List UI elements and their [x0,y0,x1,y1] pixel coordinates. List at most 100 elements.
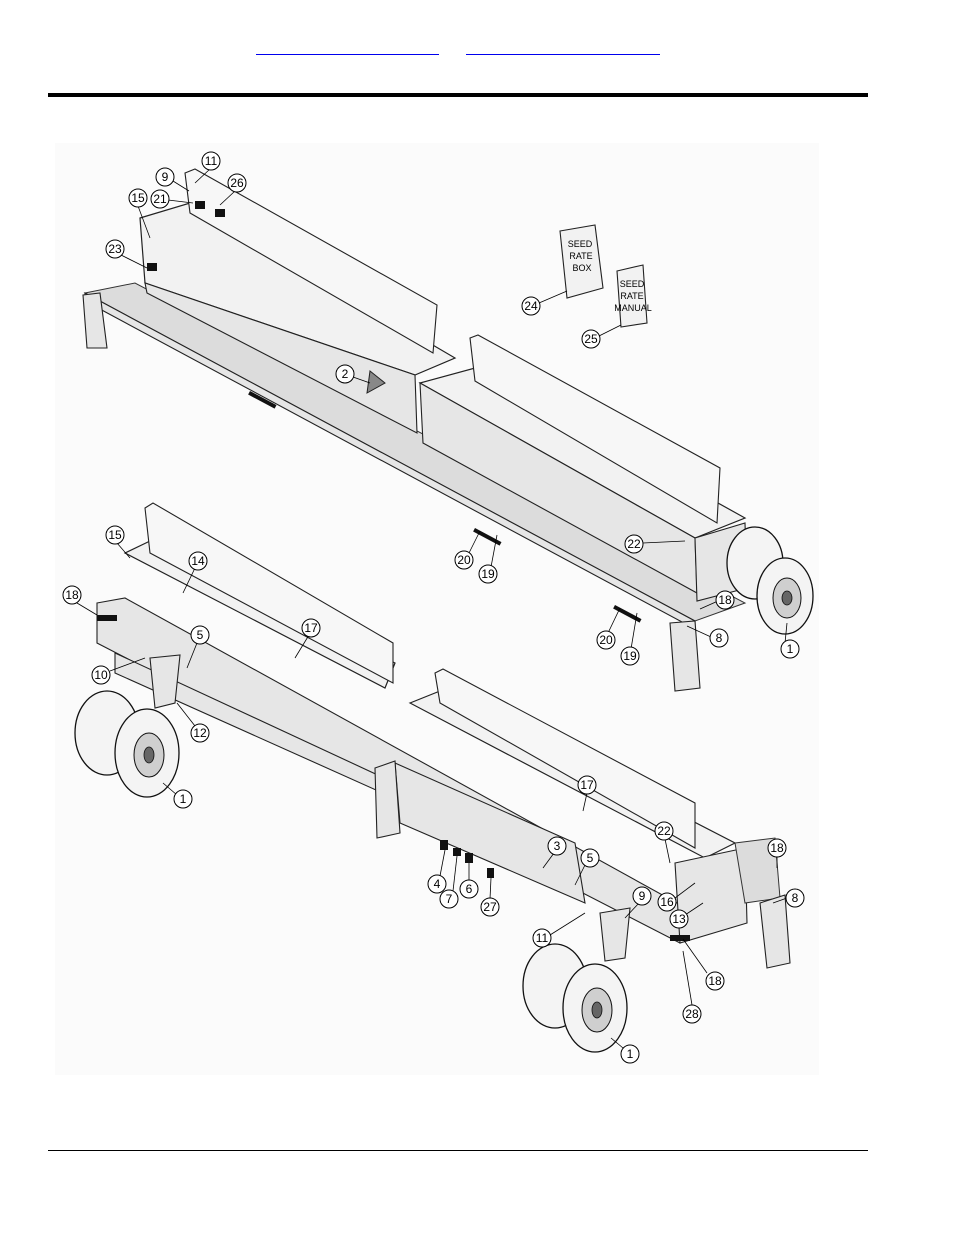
footer-rule [48,1150,868,1151]
decal-lower-18-left [97,615,117,621]
lower-right-spindle [599,907,631,962]
svg-text:8: 8 [716,631,723,645]
svg-text:7: 7 [446,892,453,906]
callout-5-left: 5 [190,625,210,645]
svg-text:15: 15 [131,191,145,205]
svg-text:19: 19 [623,649,637,663]
lower-hopper [394,762,586,904]
svg-text:10: 10 [94,668,108,682]
svg-text:18: 18 [718,593,732,607]
lower-end-panel [674,847,748,944]
callout-22-lower: 22 [654,821,674,841]
exploded-view-illustration: SEED RATE BOX SEED RATE MANUAL [62,151,814,1064]
decal-small-c [147,263,157,271]
svg-text:18: 18 [708,974,722,988]
svg-text:23: 23 [108,242,122,256]
callout-15: 15 [128,188,148,208]
callout-12: 12 [190,723,210,743]
right-seed-box-lid [469,334,721,524]
decal-small-a [195,201,205,209]
callout-18-upper: 18 [715,590,735,610]
parts-diagram: SEED RATE BOX SEED RATE MANUAL [55,143,819,1075]
decal-small-b [215,209,225,217]
callout-18-lower-left: 18 [62,585,82,605]
left-seed-box-lid [184,168,438,354]
lower-assembly [74,502,791,1053]
callout-1-upper: 1 [780,639,800,659]
center-hitch [374,760,401,839]
upper-hub [781,590,793,606]
svg-text:27: 27 [483,900,497,914]
svg-text:5: 5 [197,628,204,642]
decal-lower-6 [465,853,473,863]
callout-17-left: 17 [301,618,321,638]
lower-right-lid [434,668,696,849]
header-link-left[interactable] [256,40,439,55]
left-seed-box-front [144,282,418,434]
svg-text:5: 5 [587,851,594,865]
svg-text:19: 19 [481,567,495,581]
callout-20: 20 [454,550,474,570]
callout-16: 16 [657,892,677,912]
svg-text:26: 26 [230,176,244,190]
callout-10: 10 [91,665,111,685]
callout-9-lower: 9 [632,886,652,906]
upper-step-left [82,292,108,349]
svg-text:17: 17 [580,778,594,792]
seed-rate-manual-line-2: RATE [620,291,643,301]
svg-text:28: 28 [685,1007,699,1021]
svg-text:20: 20 [457,553,471,567]
callout-14: 14 [188,551,208,571]
seed-rate-box-line-3: BOX [572,263,591,273]
svg-text:20: 20 [599,633,613,647]
svg-text:18: 18 [770,841,784,855]
callout-7: 7 [439,889,459,909]
svg-text:16: 16 [660,895,674,909]
svg-text:12: 12 [193,726,207,740]
seed-rate-manual-line-1: SEED [620,279,645,289]
svg-text:1: 1 [787,642,794,656]
svg-text:11: 11 [205,154,218,168]
seed-rate-box-line-1: SEED [568,239,593,249]
svg-text:4: 4 [434,877,441,891]
callout-6: 6 [459,879,479,899]
header-link-right[interactable] [466,40,660,55]
callout-26: 26 [227,173,247,193]
lower-left-lid [144,502,394,684]
callout-8-upper: 8 [709,628,729,648]
svg-text:22: 22 [627,537,641,551]
decal-lower-18-right [670,935,690,941]
svg-text:9: 9 [162,170,169,184]
svg-text:25: 25 [584,332,598,346]
decal-lower-7 [453,848,461,856]
svg-text:14: 14 [191,554,205,568]
callout-28: 28 [682,1004,702,1024]
callout-25: 25 [581,329,601,349]
decal-strip-b [473,528,502,546]
callout-18-lower-top: 18 [767,838,787,858]
svg-text:22: 22 [657,824,671,838]
callout-2: 2 [335,364,355,384]
upper-assembly [82,168,814,692]
callout-8-lower: 8 [785,888,805,908]
callout-13: 13 [669,909,689,929]
decal-strip-a [248,391,277,409]
callout-23: 23 [105,239,125,259]
lower-left-box [123,540,396,689]
callout-19: 19 [478,564,498,584]
callout-18-lower-bottom: 18 [705,971,725,991]
callout-1-lower-right: 1 [620,1044,640,1064]
callout-21: 21 [150,189,170,209]
seed-rate-manual-line-3: MANUAL [614,303,652,313]
svg-text:13: 13 [672,912,686,926]
decal-strip-c [613,605,642,623]
svg-text:3: 3 [554,839,561,853]
callout-22: 22 [624,534,644,554]
svg-text:9: 9 [639,889,646,903]
callout-27: 27 [480,897,500,917]
callout-19b: 19 [620,646,640,666]
svg-text:11: 11 [536,931,549,945]
callout-11: 11 [201,151,221,171]
callout-5-right: 5 [580,848,600,868]
seed-rate-manual-card: SEED RATE MANUAL [614,264,652,328]
